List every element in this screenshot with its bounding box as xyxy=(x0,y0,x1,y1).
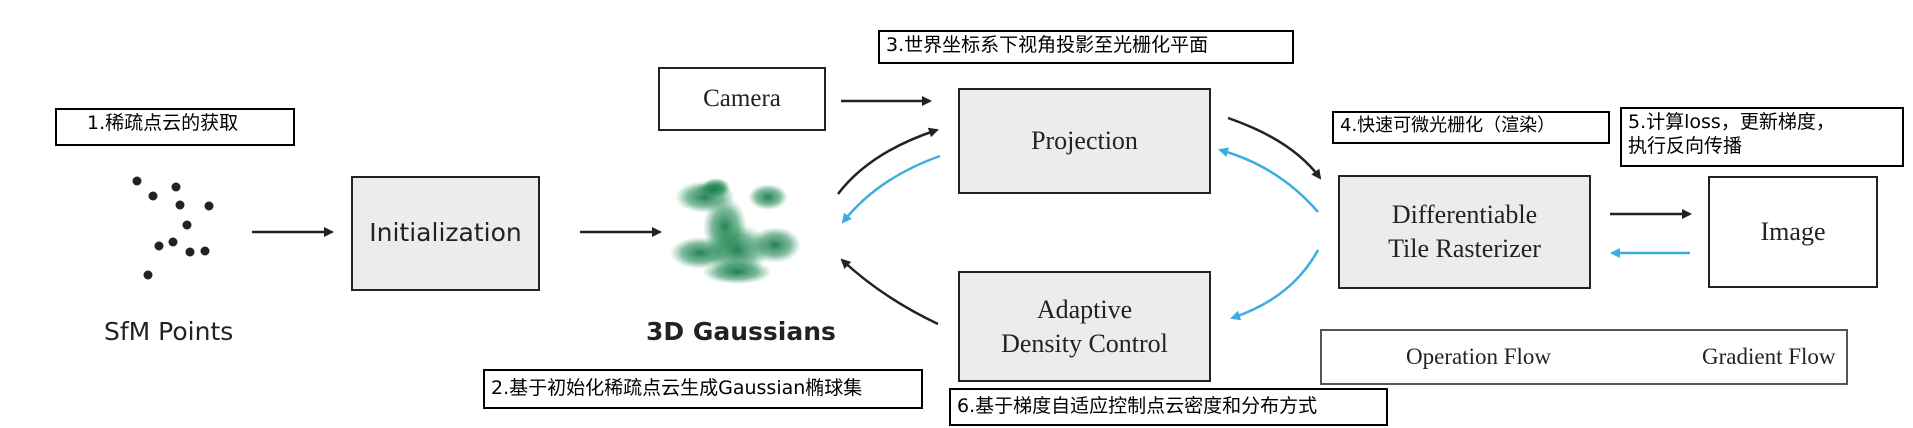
note-step1: 1.稀疏点云的获取 xyxy=(55,108,295,146)
adaptive-label-line2: Density Control xyxy=(1001,328,1168,358)
projection-label: Projection xyxy=(1031,126,1138,156)
rasterizer-label-line1: Differentiable xyxy=(1391,200,1538,230)
arrow-grad-projection-to-gaussians xyxy=(841,154,941,224)
arrow-projection-to-rasterizer xyxy=(1227,116,1322,180)
note-step4: 4.快速可微光栅化（渲染） xyxy=(1332,111,1610,144)
image-label: Image xyxy=(1760,217,1826,247)
note-step5-line1: 5.计算loss，更新梯度， xyxy=(1628,111,1835,133)
sfm-points-label: SfM Points xyxy=(104,317,234,346)
sfm-points-icon xyxy=(132,176,214,280)
note-step5: 5.计算loss，更新梯度， 执行反向传播 xyxy=(1620,107,1904,167)
initialization-label: Initialization xyxy=(369,218,522,248)
gaussians-label: 3D Gaussians xyxy=(646,317,836,346)
image-box: Image xyxy=(1708,176,1878,288)
legend-operation-label: Operation Flow xyxy=(1406,344,1552,369)
arrow-grad-rasterizer-to-projection xyxy=(1218,147,1319,213)
arrow-gaussians-to-projection xyxy=(837,127,939,195)
camera-label: Camera xyxy=(703,84,781,112)
rasterizer-label-line2: Tile Rasterizer xyxy=(1388,234,1541,263)
legend: Operation Flow Gradient Flow xyxy=(1320,329,1848,385)
camera-box: Camera xyxy=(658,67,826,131)
projection-box: Projection xyxy=(958,88,1211,194)
arrow-adaptive-to-gaussians xyxy=(840,258,939,326)
note-step6: 6.基于梯度自适应控制点云密度和分布方式 xyxy=(949,388,1388,426)
legend-gradient-label: Gradient Flow xyxy=(1702,344,1836,369)
arrow-grad-rasterizer-to-adaptive xyxy=(1230,249,1320,321)
adaptive-label-line1: Adaptive xyxy=(1036,294,1133,324)
adaptive-density-control-box: Adaptive Density Control xyxy=(958,271,1211,382)
note-step3: 3.世界坐标系下视角投影至光栅化平面 xyxy=(878,30,1294,64)
note-step2: 2.基于初始化稀疏点云生成Gaussian椭球集 xyxy=(483,369,923,409)
rasterizer-box: Differentiable Tile Rasterizer xyxy=(1338,175,1591,289)
gaussians-icon xyxy=(670,178,801,284)
note-step5-line2: 执行反向传播 xyxy=(1628,134,1743,157)
initialization-box: Initialization xyxy=(351,176,540,291)
